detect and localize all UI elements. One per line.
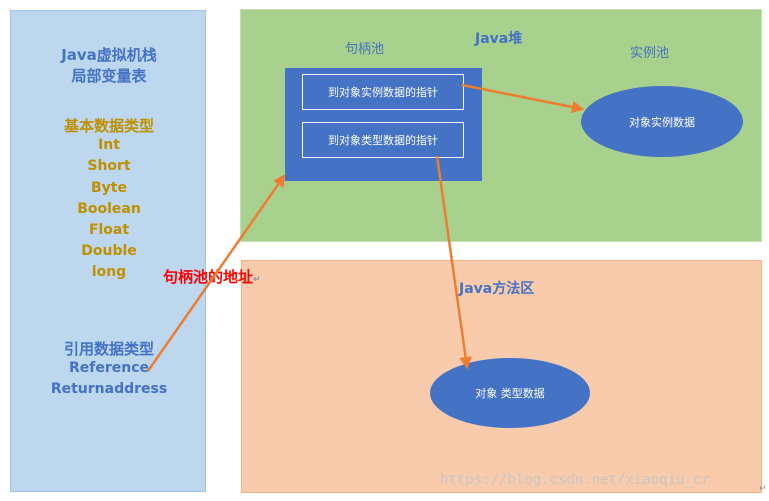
watermark: https://blog.csdn.net/xiaoqiu_cr [440, 472, 710, 488]
basic-type-boolean: Boolean [77, 201, 141, 217]
reference-type-reference: Reference [68, 360, 150, 376]
arrow-stack-to-handle-pool [146, 173, 286, 372]
type-data-pointer: 到对象类型数据的指针 [302, 122, 464, 158]
basic-type-byte: Byte [91, 180, 127, 196]
paragraph-return-mark: ↵ [253, 275, 261, 285]
instance-pool-label: 实例池 [630, 46, 670, 61]
basic-type-double: Double [81, 243, 137, 259]
handle-address-text: 句柄池的地址 [163, 268, 254, 286]
reference-types-heading: 引用数据类型 [63, 340, 154, 358]
object-instance-data: 对象实例数据 [581, 86, 743, 157]
basic-type-long: long [91, 264, 127, 280]
local-variable-table-title: 局部变量表 [71, 67, 147, 85]
method-area-title: Java方法区 [459, 281, 535, 297]
basic-type-int: Int [98, 137, 120, 153]
basic-type-float: Float [88, 222, 130, 238]
corner-return-mark: ↵ [759, 484, 767, 494]
basic-types-heading: 基本数据类型 [63, 117, 154, 135]
handle-pool-label: 句柄池 [345, 42, 385, 57]
vm-stack-panel: Java虚拟机栈 局部变量表 基本数据类型 Int Short Byte Boo… [10, 10, 206, 492]
java-heap-title: Java堆 [475, 31, 523, 47]
arrow-pointer-to-type-data [435, 155, 472, 370]
object-type-data: 对象 类型数据 [430, 358, 590, 428]
handle-address-label: 句柄池的地址↵ [163, 266, 261, 287]
stack-title: Java虚拟机栈 [61, 46, 157, 64]
instance-data-pointer: 到对象实例数据的指针 [302, 74, 464, 110]
reference-type-returnaddress: Returnaddress [50, 381, 168, 397]
basic-type-short: Short [87, 158, 131, 174]
arrow-pointer-to-instance-data [461, 83, 585, 114]
